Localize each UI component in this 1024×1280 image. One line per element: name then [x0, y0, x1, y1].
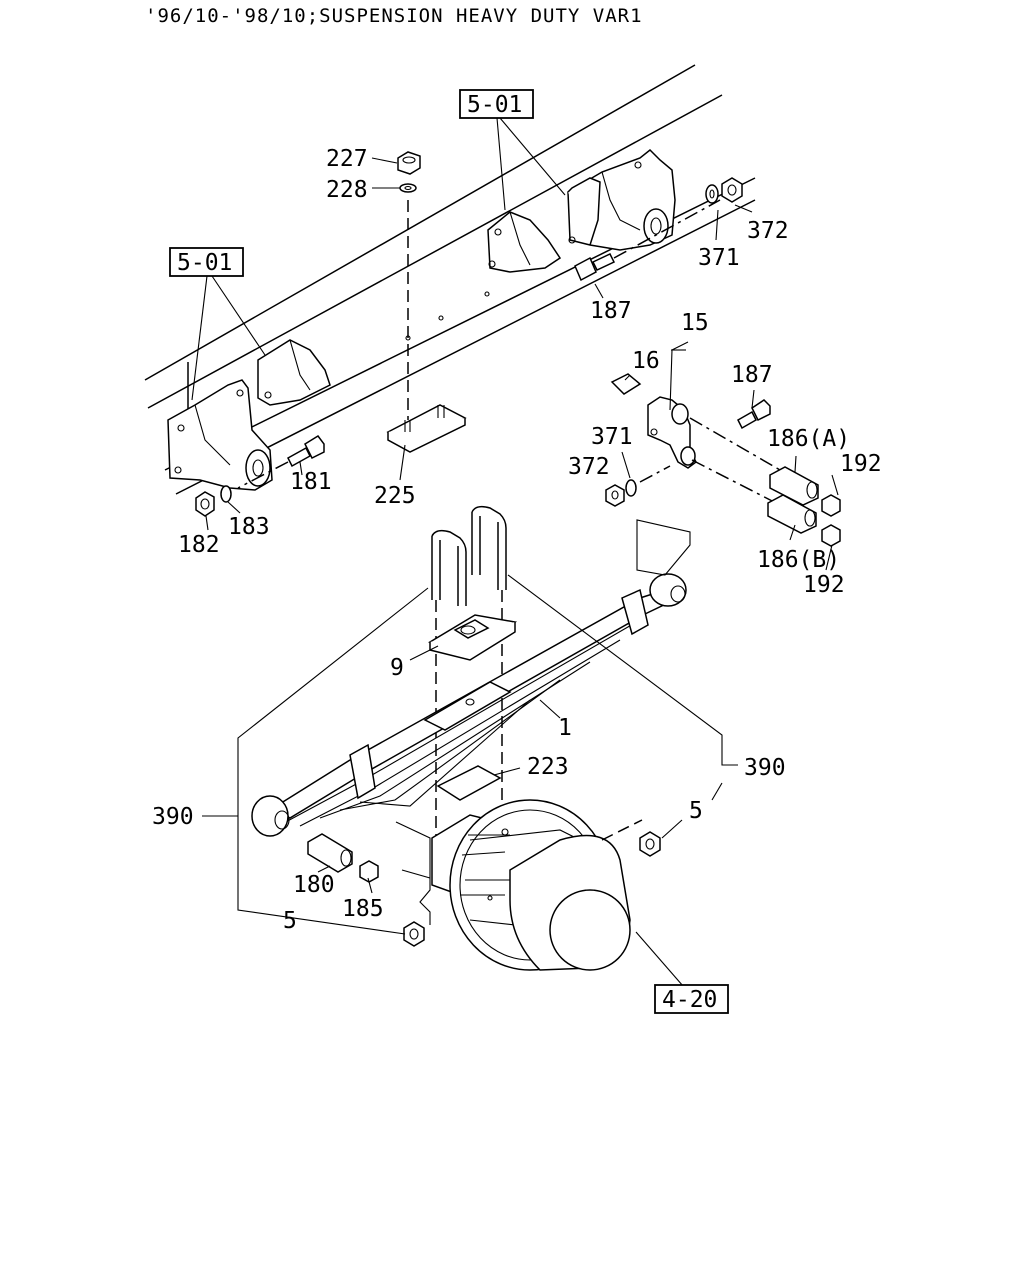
pin-180	[307, 833, 353, 873]
callout-390-right: 390	[744, 755, 786, 781]
bolt-181	[237, 435, 325, 489]
callout-187-upper: 187	[590, 298, 632, 324]
nut-185	[359, 860, 379, 883]
callout-186a: 186(A)	[767, 426, 850, 452]
callout-186b: 186(B)	[757, 547, 840, 573]
callout-185: 185	[342, 896, 384, 922]
callout-15: 15	[681, 310, 709, 336]
ref-label-420: 4-20	[662, 987, 717, 1013]
ref-box-501-left[interactable]: 5-01	[169, 247, 244, 277]
callout-390-left: 390	[152, 804, 194, 830]
ref-box-501-upper[interactable]: 5-01	[459, 89, 534, 119]
callout-223: 223	[527, 754, 569, 780]
callout-372-upper: 372	[747, 218, 789, 244]
callout-1: 1	[558, 715, 572, 741]
nut-372-washer-371-mid	[605, 479, 637, 507]
ref-box-420[interactable]: 4-20	[654, 984, 729, 1014]
callout-9: 9	[390, 655, 404, 681]
leaf-spring-1	[251, 519, 691, 837]
callout-187-right: 187	[731, 362, 773, 388]
callout-180: 180	[293, 872, 335, 898]
nut-372-upper	[705, 177, 743, 204]
front-hanger-bracket-assembly	[167, 339, 331, 491]
pin-186a	[769, 466, 819, 506]
callout-182: 182	[178, 532, 220, 558]
callout-192-a: 192	[840, 451, 882, 477]
callout-225: 225	[374, 483, 416, 509]
pad-223	[436, 765, 502, 801]
ref-label-501-left: 5-01	[177, 250, 232, 276]
nut-5-left	[403, 921, 425, 947]
pin-186b	[767, 494, 817, 534]
bolt-187-right	[737, 399, 771, 430]
callout-227: 227	[326, 146, 368, 172]
callout-5-left: 5	[283, 908, 297, 934]
bumper-225	[386, 404, 467, 453]
callout-192-b: 192	[803, 572, 845, 598]
callout-228: 228	[326, 177, 368, 203]
callout-183: 183	[228, 514, 270, 540]
callout-371-mid: 371	[591, 424, 633, 450]
rear-hanger-bracket-assembly	[487, 148, 676, 273]
bolt-187-upper	[574, 199, 721, 282]
nuts-192	[821, 494, 841, 547]
callout-372-mid: 372	[568, 454, 610, 480]
diagram-title: '96/10-'98/10;SUSPENSION HEAVY DUTY VAR1	[145, 5, 643, 27]
part-callouts: 227 228 372 371 187 15 16 187 186(A) 192…	[152, 146, 882, 934]
leader-lines	[191, 117, 839, 987]
callout-16: 16	[632, 348, 660, 374]
nut-5-right	[639, 831, 661, 857]
shackle-15	[610, 373, 781, 506]
callout-371-upper: 371	[698, 245, 740, 271]
spring-seat-9	[427, 614, 518, 661]
nut-227-washer-228	[397, 151, 421, 420]
axle-hub-assembly	[395, 799, 643, 971]
callout-181: 181	[290, 469, 332, 495]
ref-label-501-upper: 5-01	[467, 92, 522, 118]
callout-5-right: 5	[689, 798, 703, 824]
nut-182-washer-183	[195, 485, 232, 517]
